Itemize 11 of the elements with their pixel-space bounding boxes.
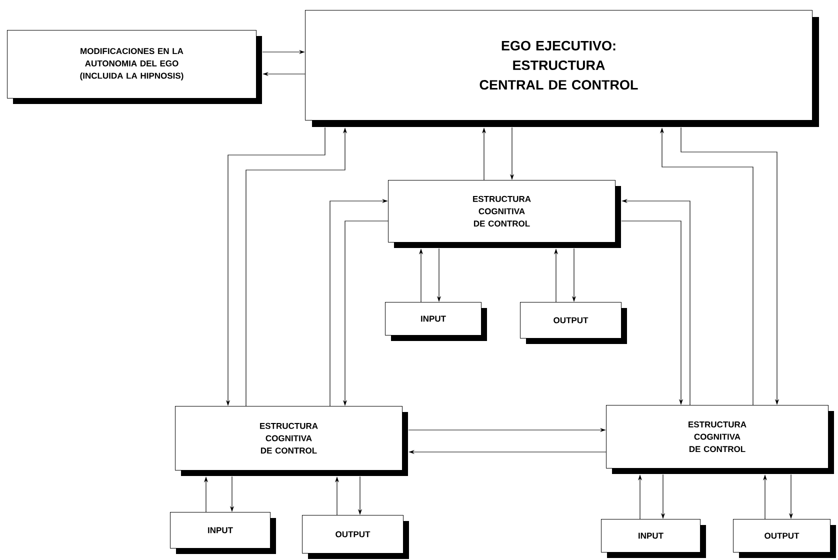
process-box: EGO EJECUTIVO: ESTRUCTURA CENTRAL DE CONTROL — [305, 10, 819, 127]
output-box: OUTPUT — [733, 519, 836, 558]
output-box: OUTPUT — [302, 515, 409, 559]
output-box: OUTPUT — [520, 302, 627, 344]
process-box: ESTRUCTURA COGNITIVA DE CONTROL — [388, 180, 621, 248]
process-box: ESTRUCTURA COGNITIVA DE CONTROL — [606, 405, 834, 474]
input-box: INPUT — [385, 302, 487, 341]
input-box: INPUT — [170, 512, 276, 554]
process-box: MODIFICACIONES EN LA AUTONOMIA DEL EGO (INCLUIDA LA HIPNOSIS) — [7, 30, 262, 104]
input-box: INPUT — [601, 519, 706, 558]
process-box: ESTRUCTURA COGNITIVA DE CONTROL — [175, 406, 408, 476]
